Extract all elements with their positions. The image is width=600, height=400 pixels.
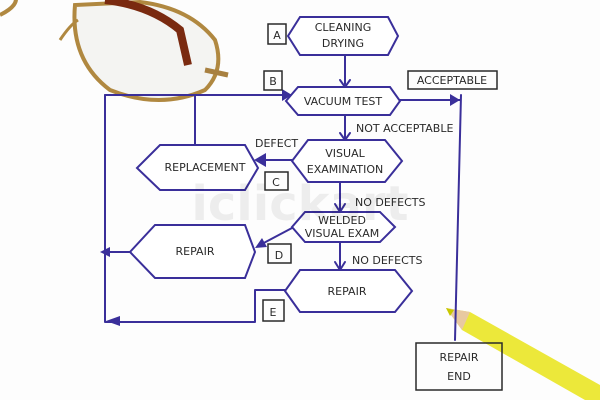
repair-left-text: REPAIR	[176, 245, 215, 258]
connectors	[100, 54, 462, 341]
defect-label: DEFECT	[255, 137, 298, 150]
welded-visual-exam-node	[290, 211, 397, 243]
label-box-b	[263, 70, 283, 91]
repair-end-node	[415, 342, 503, 391]
no-defects-label-2: NO DEFECTS	[352, 254, 422, 267]
visual-text: VISUAL	[325, 147, 365, 160]
repair-end-text-1: REPAIR	[440, 351, 479, 364]
label-box-e	[262, 299, 285, 322]
not-acceptable-label: NOT ACCEPTABLE	[356, 122, 453, 135]
examination-text: EXAMINATION	[307, 163, 384, 176]
drying-text: DRYING	[322, 37, 364, 50]
repair-bottom-node	[283, 269, 414, 313]
cleaning-text: CLEANING	[315, 21, 372, 34]
pencil	[446, 308, 600, 400]
repair-end-text-2: END	[447, 370, 471, 383]
acceptable-label: ACCEPTABLE	[417, 74, 487, 87]
visual-examination-node	[290, 139, 404, 183]
welded-text: WELDED	[318, 214, 366, 227]
replacement-text: REPLACEMENT	[165, 161, 246, 174]
label-a: A	[273, 29, 281, 42]
repair-bottom-text: REPAIR	[328, 285, 367, 298]
cleaning-drying-node	[286, 16, 400, 56]
visual-exam-text: VISUAL EXAM	[305, 227, 379, 240]
repair-left-node	[128, 224, 257, 279]
replacement-node	[135, 144, 260, 191]
eyeglasses	[0, 0, 229, 102]
no-defects-label-1: NO DEFECTS	[355, 196, 425, 209]
label-e: E	[270, 306, 277, 319]
label-d: D	[275, 249, 283, 262]
label-b: B	[269, 75, 277, 88]
acceptable-highlight	[407, 70, 498, 90]
label-box-a	[267, 23, 287, 45]
vacuum-text: VACUUM TEST	[304, 95, 383, 108]
label-c: C	[272, 176, 280, 189]
vacuum-test-node	[284, 86, 402, 116]
label-box-d	[267, 243, 292, 264]
label-box-c	[264, 171, 289, 191]
watermark: iclickart	[191, 176, 408, 232]
